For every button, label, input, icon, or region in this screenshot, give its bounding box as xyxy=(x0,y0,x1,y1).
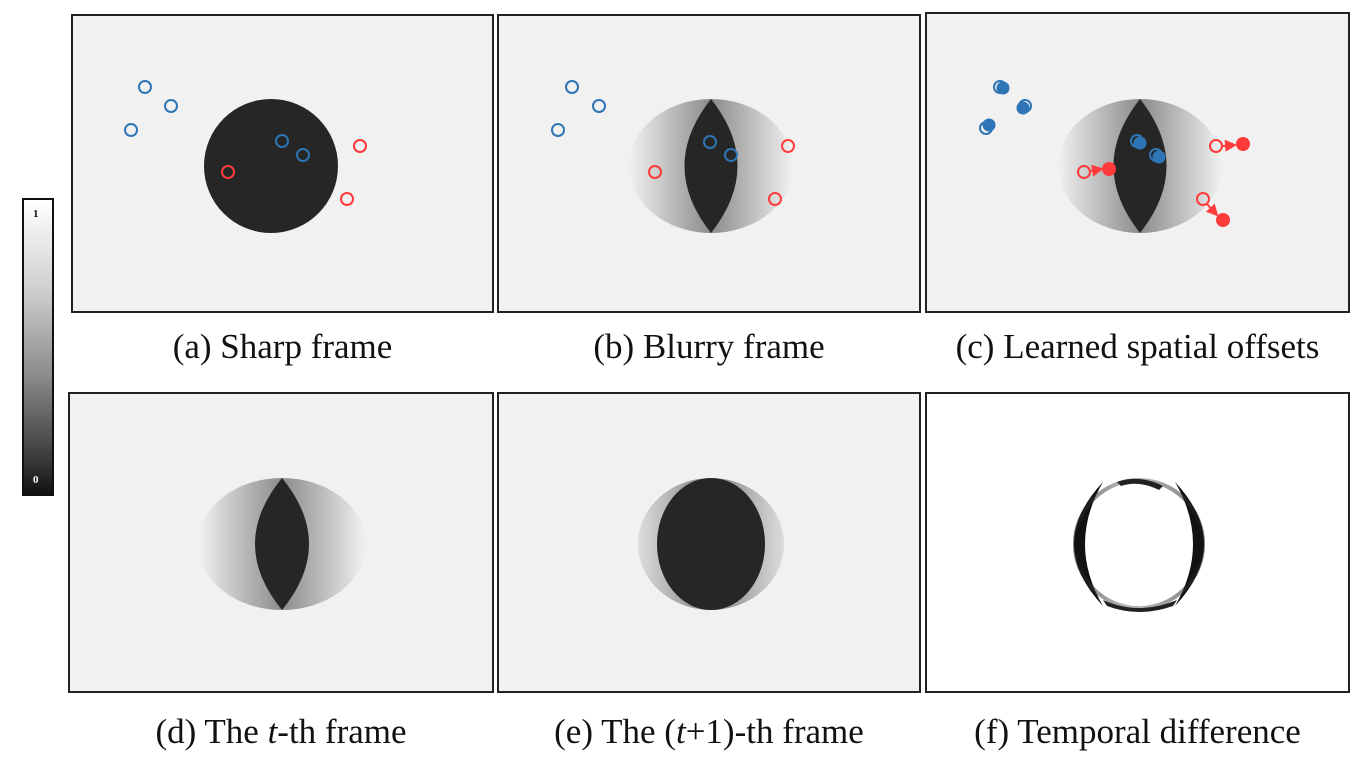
blue-sample-point xyxy=(592,99,606,113)
panel-learned-offsets xyxy=(925,12,1350,313)
blue-offset-point xyxy=(982,118,996,132)
blur-right-half xyxy=(282,478,366,610)
red-offset-arrow xyxy=(1221,139,1237,152)
blue-sample-point xyxy=(164,99,178,113)
blur-right-half xyxy=(711,99,793,233)
blue-offset-point xyxy=(1133,136,1147,150)
blur-right-half xyxy=(1140,99,1222,233)
right-difference-crescent xyxy=(1175,482,1204,606)
red-offset-point xyxy=(1236,137,1250,151)
panel-temporal-difference xyxy=(925,392,1350,693)
blue-offset-point xyxy=(1152,150,1166,164)
red-offset-arrow xyxy=(1205,203,1219,217)
red-sample-point xyxy=(353,139,367,153)
red-sample-point xyxy=(648,165,662,179)
difference-ring xyxy=(1073,478,1205,610)
blurry-object-core xyxy=(1113,99,1167,233)
blue-sample-point xyxy=(296,148,310,162)
grayscale-colorbar xyxy=(22,198,54,496)
object-core xyxy=(255,478,309,610)
caption-f: (f) Temporal difference xyxy=(974,712,1301,751)
red-sample-point xyxy=(781,139,795,153)
red-sample-point xyxy=(340,192,354,206)
caption-e: (e) The (t+1)-th frame xyxy=(554,712,864,751)
panel-blurry-frame xyxy=(497,14,921,313)
colorbar-min-label: 0 xyxy=(33,474,39,486)
blue-sample-point xyxy=(565,80,579,94)
panel-t1-frame xyxy=(497,392,921,693)
red-sample-point xyxy=(1077,165,1091,179)
panel-t-frame xyxy=(68,392,494,693)
blue-sample-point xyxy=(551,123,565,137)
left-difference-crescent xyxy=(1074,482,1103,606)
red-sample-point xyxy=(221,165,235,179)
caption-d: (d) The t-th frame xyxy=(155,712,407,751)
panel-sharp-frame xyxy=(71,14,494,313)
red-offset-arrow xyxy=(1089,164,1104,177)
blue-sample-point xyxy=(703,135,717,149)
blur-left-half xyxy=(198,478,282,610)
blue-sample-point xyxy=(275,134,289,148)
blur-left-half xyxy=(629,99,711,233)
blue-sample-point xyxy=(138,80,152,94)
blurry-object-core xyxy=(684,99,738,233)
red-sample-point xyxy=(768,192,782,206)
red-sample-point xyxy=(1196,192,1210,206)
colorbar-max-label: 1 xyxy=(33,208,39,220)
sharp-object-disk xyxy=(204,99,338,233)
blue-offset-point xyxy=(996,81,1010,95)
blue-offset-point xyxy=(1016,101,1030,115)
bottom-difference-sliver xyxy=(1103,600,1177,612)
caption-b: (b) Blurry frame xyxy=(593,327,825,366)
caption-a: (a) Sharp frame xyxy=(172,327,393,366)
red-offset-point xyxy=(1102,162,1116,176)
red-offset-point xyxy=(1216,213,1230,227)
blue-sample-point xyxy=(724,148,738,162)
blue-sample-point xyxy=(124,123,138,137)
object-core xyxy=(657,478,765,610)
top-difference-sliver xyxy=(1117,478,1163,490)
caption-c: (c) Learned spatial offsets xyxy=(955,327,1320,366)
